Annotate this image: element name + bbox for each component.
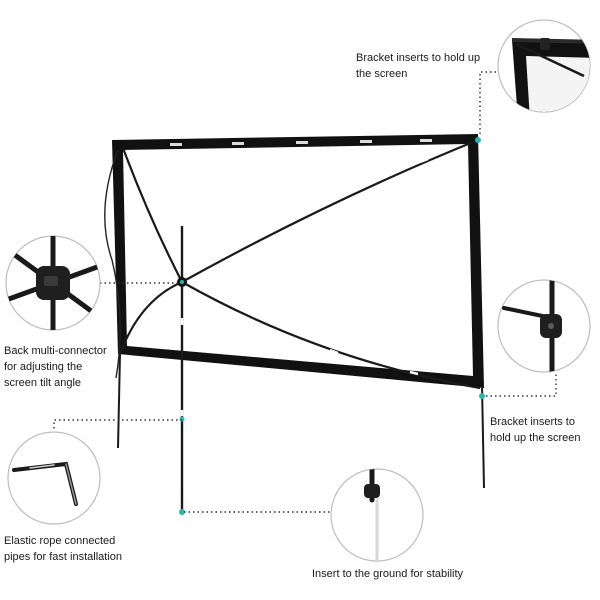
callout-label-left: Back multi-connector for adjusting the s… [4, 343, 107, 391]
screen-surface [123, 144, 473, 376]
callout-text-line: pipes for fast installation [4, 551, 123, 563]
callout-text-line: Bracket inserts to [490, 416, 575, 428]
callout-text-line: Elastic rope connected [4, 535, 116, 547]
x-brace [118, 138, 481, 390]
callout-text-line: for adjusting the [4, 361, 83, 373]
callout-left [5, 235, 101, 331]
support-legs [117, 353, 485, 489]
callout-bottom-left [7, 431, 101, 525]
callout-text-line: hold up the screen [490, 432, 581, 444]
callout-text-line: Bracket inserts to hold up [356, 52, 481, 64]
callout-label-top-right: Bracket inserts to hold up the screen [356, 50, 480, 82]
screen-frame [112, 134, 484, 388]
callout-label-right: Bracket inserts to hold up the screen [490, 414, 581, 446]
callout-label-bottom-left: Elastic rope connected pipes for fast in… [4, 533, 122, 565]
elastic-rope [104, 149, 121, 379]
callout-right [497, 279, 591, 373]
callout-label-bottom: Insert to the ground for stability [312, 566, 463, 582]
callout-text-line: the screen [356, 68, 408, 80]
callout-text-line: screen tilt angle [4, 377, 82, 389]
callout-text-line: Back multi-connector [4, 345, 107, 357]
callout-text-line: Insert to the ground for stability [312, 568, 464, 580]
callout-top-right [497, 19, 591, 113]
callout-bottom [330, 468, 424, 562]
brace-segment-marks [249, 157, 429, 376]
